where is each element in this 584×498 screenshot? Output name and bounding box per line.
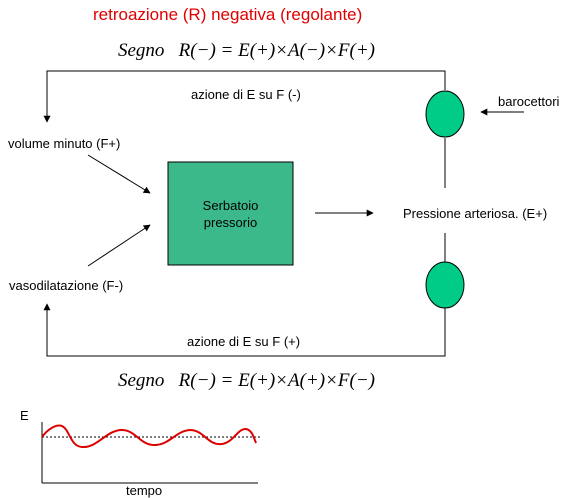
sensor-circle-bottom — [425, 261, 465, 309]
diagram-title: retroazione (R) negativa (regolante) — [93, 5, 363, 24]
top-loop-line — [43, 70, 446, 123]
graph-x-label: tempo — [126, 483, 163, 498]
barocettori-label: barocettori — [498, 94, 560, 109]
box-label-line2: pressorio — [203, 214, 258, 230]
sensor-circle-top — [425, 90, 465, 138]
formula-top: Segno R(−) = E(+)×A(−)×F(+) — [118, 40, 375, 61]
graph-y-label: E — [20, 408, 29, 423]
bottom-loop-label: azione di E su F (+) — [187, 334, 301, 349]
volume-arrow — [87, 154, 151, 194]
volume-minuto-label: volume minuto (F+) — [8, 136, 121, 151]
formula-bottom: Segno R(−) = E(+)×A(+)×F(−) — [118, 370, 375, 391]
bottom-loop-line — [43, 303, 446, 357]
top-loop-label: azione di E su F (-) — [191, 87, 301, 102]
pressione-label: Pressione arteriosa. (E+) — [403, 206, 548, 221]
vasodilatazione-label: vasodilatazione (F-) — [9, 278, 124, 293]
box-label-line1: Serbatoio — [202, 197, 259, 213]
serbatoio-box — [167, 161, 294, 266]
graph-wave — [41, 424, 257, 449]
vasodilatazione-arrow — [87, 224, 151, 267]
